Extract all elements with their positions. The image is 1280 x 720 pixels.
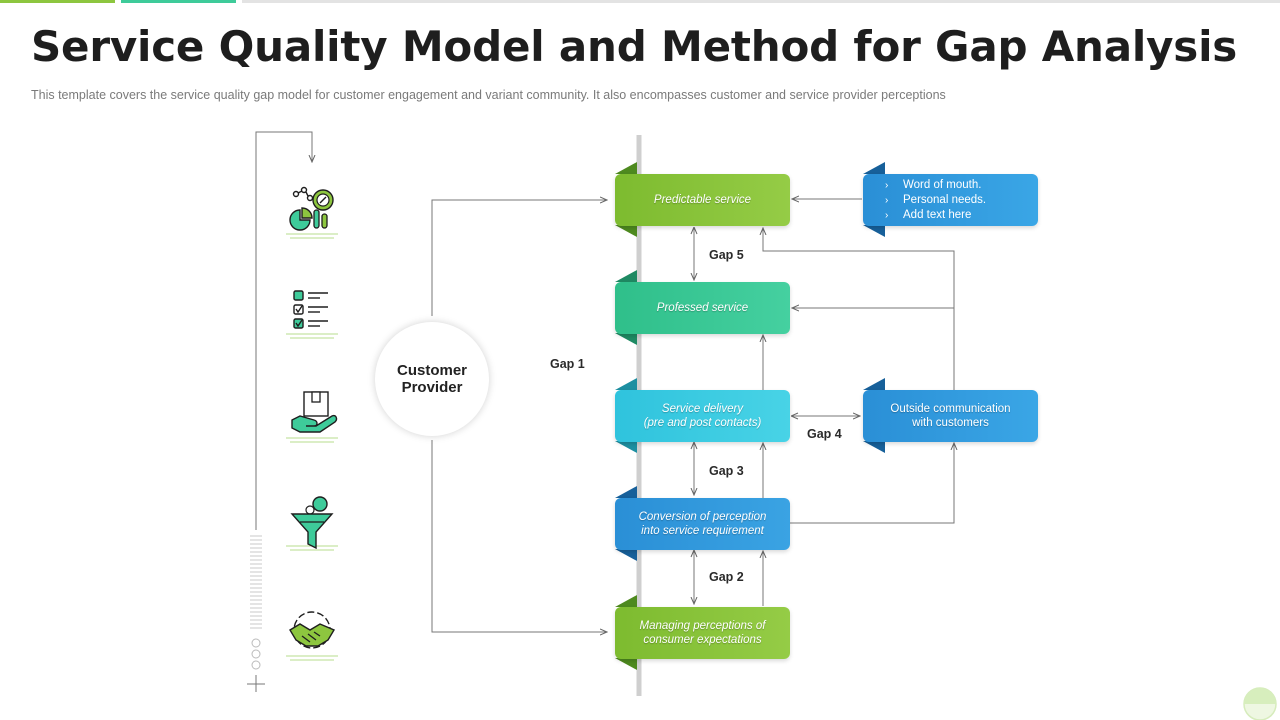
service-delivery-box: Service delivery (pre and post contacts) bbox=[615, 390, 790, 442]
chevron-right-icon: › bbox=[885, 180, 889, 191]
checklist-icon bbox=[280, 284, 344, 348]
accent-bar-grey bbox=[242, 0, 1280, 3]
page-subtitle: This template covers the service quality… bbox=[31, 88, 946, 102]
ribbon-fold-predictable-bottom bbox=[615, 225, 637, 237]
ribbon-fold-delivery-top bbox=[615, 378, 637, 390]
ribbon-fold-outside-top bbox=[863, 378, 885, 390]
gap-1-label: Gap 1 bbox=[550, 357, 585, 371]
ribbon-fold-predictable-top bbox=[615, 162, 637, 174]
influences-list: ›Word of mouth. ›Personal needs. ›Add te… bbox=[885, 178, 986, 223]
influences-box bbox=[863, 174, 1038, 226]
outside-communication-box: Outside communication with customers bbox=[863, 390, 1038, 442]
package-hand-icon bbox=[280, 386, 344, 450]
conversion-box: Conversion of perception into service re… bbox=[615, 498, 790, 550]
gap-4-label: Gap 4 bbox=[807, 427, 842, 441]
ribbon-fold-professed-bottom bbox=[615, 333, 637, 345]
customer-provider-line1: Customer bbox=[396, 362, 467, 379]
service-delivery-sublabel: (pre and post contacts) bbox=[643, 417, 762, 429]
predictable-service-box: Predictable service bbox=[615, 174, 790, 226]
ribbon-fold-influences-top bbox=[863, 162, 885, 174]
ribbon-fold-delivery-bottom bbox=[615, 441, 637, 453]
professed-service-box: Professed service bbox=[615, 282, 790, 334]
ribbon-fold-conversion-top bbox=[615, 486, 637, 498]
ribbon-fold-managing-top bbox=[615, 595, 637, 607]
professed-service-label: Professed service bbox=[656, 302, 749, 314]
analytics-icon bbox=[280, 180, 344, 244]
gap-2-label: Gap 2 bbox=[709, 570, 744, 584]
accent-bar-teal bbox=[121, 0, 236, 3]
ribbon-fold-outside-bottom bbox=[863, 441, 885, 453]
conversion-label: Conversion of perception bbox=[638, 511, 767, 523]
page-title: Service Quality Model and Method for Gap… bbox=[31, 22, 1238, 71]
ribbon-fold-influences-bottom bbox=[863, 225, 885, 237]
gap-5-label: Gap 5 bbox=[709, 248, 744, 262]
handshake-gear-icon bbox=[280, 600, 344, 664]
outside-communication-label: Outside communication bbox=[890, 403, 1011, 415]
funnel-coin-icon bbox=[280, 492, 344, 556]
influence-item: ›Word of mouth. bbox=[885, 179, 982, 191]
service-delivery-label: Service delivery bbox=[661, 403, 744, 415]
gap-3-label: Gap 3 bbox=[709, 464, 744, 478]
customer-provider-line2: Provider bbox=[401, 379, 463, 396]
chevron-right-icon: › bbox=[885, 195, 889, 206]
influence-item: ›Add text here bbox=[885, 209, 972, 221]
conversion-sublabel: into service requirement bbox=[641, 525, 764, 537]
customer-provider-node: Customer Provider bbox=[375, 322, 489, 436]
managing-perceptions-sublabel: consumer expectations bbox=[643, 634, 762, 646]
managing-perceptions-box: Managing perceptions of consumer expecta… bbox=[615, 607, 790, 659]
managing-perceptions-label: Managing perceptions of bbox=[639, 620, 766, 632]
chevron-right-icon: › bbox=[885, 210, 889, 221]
predictable-service-label: Predictable service bbox=[653, 194, 752, 206]
outside-communication-sublabel: with customers bbox=[912, 417, 989, 429]
influence-item: ›Personal needs. bbox=[885, 194, 987, 206]
ribbon-fold-managing-bottom bbox=[615, 658, 637, 670]
accent-bar-green bbox=[0, 0, 115, 3]
ribbon-fold-professed-top bbox=[615, 270, 637, 282]
ribbon-fold-conversion-bottom bbox=[615, 549, 637, 561]
